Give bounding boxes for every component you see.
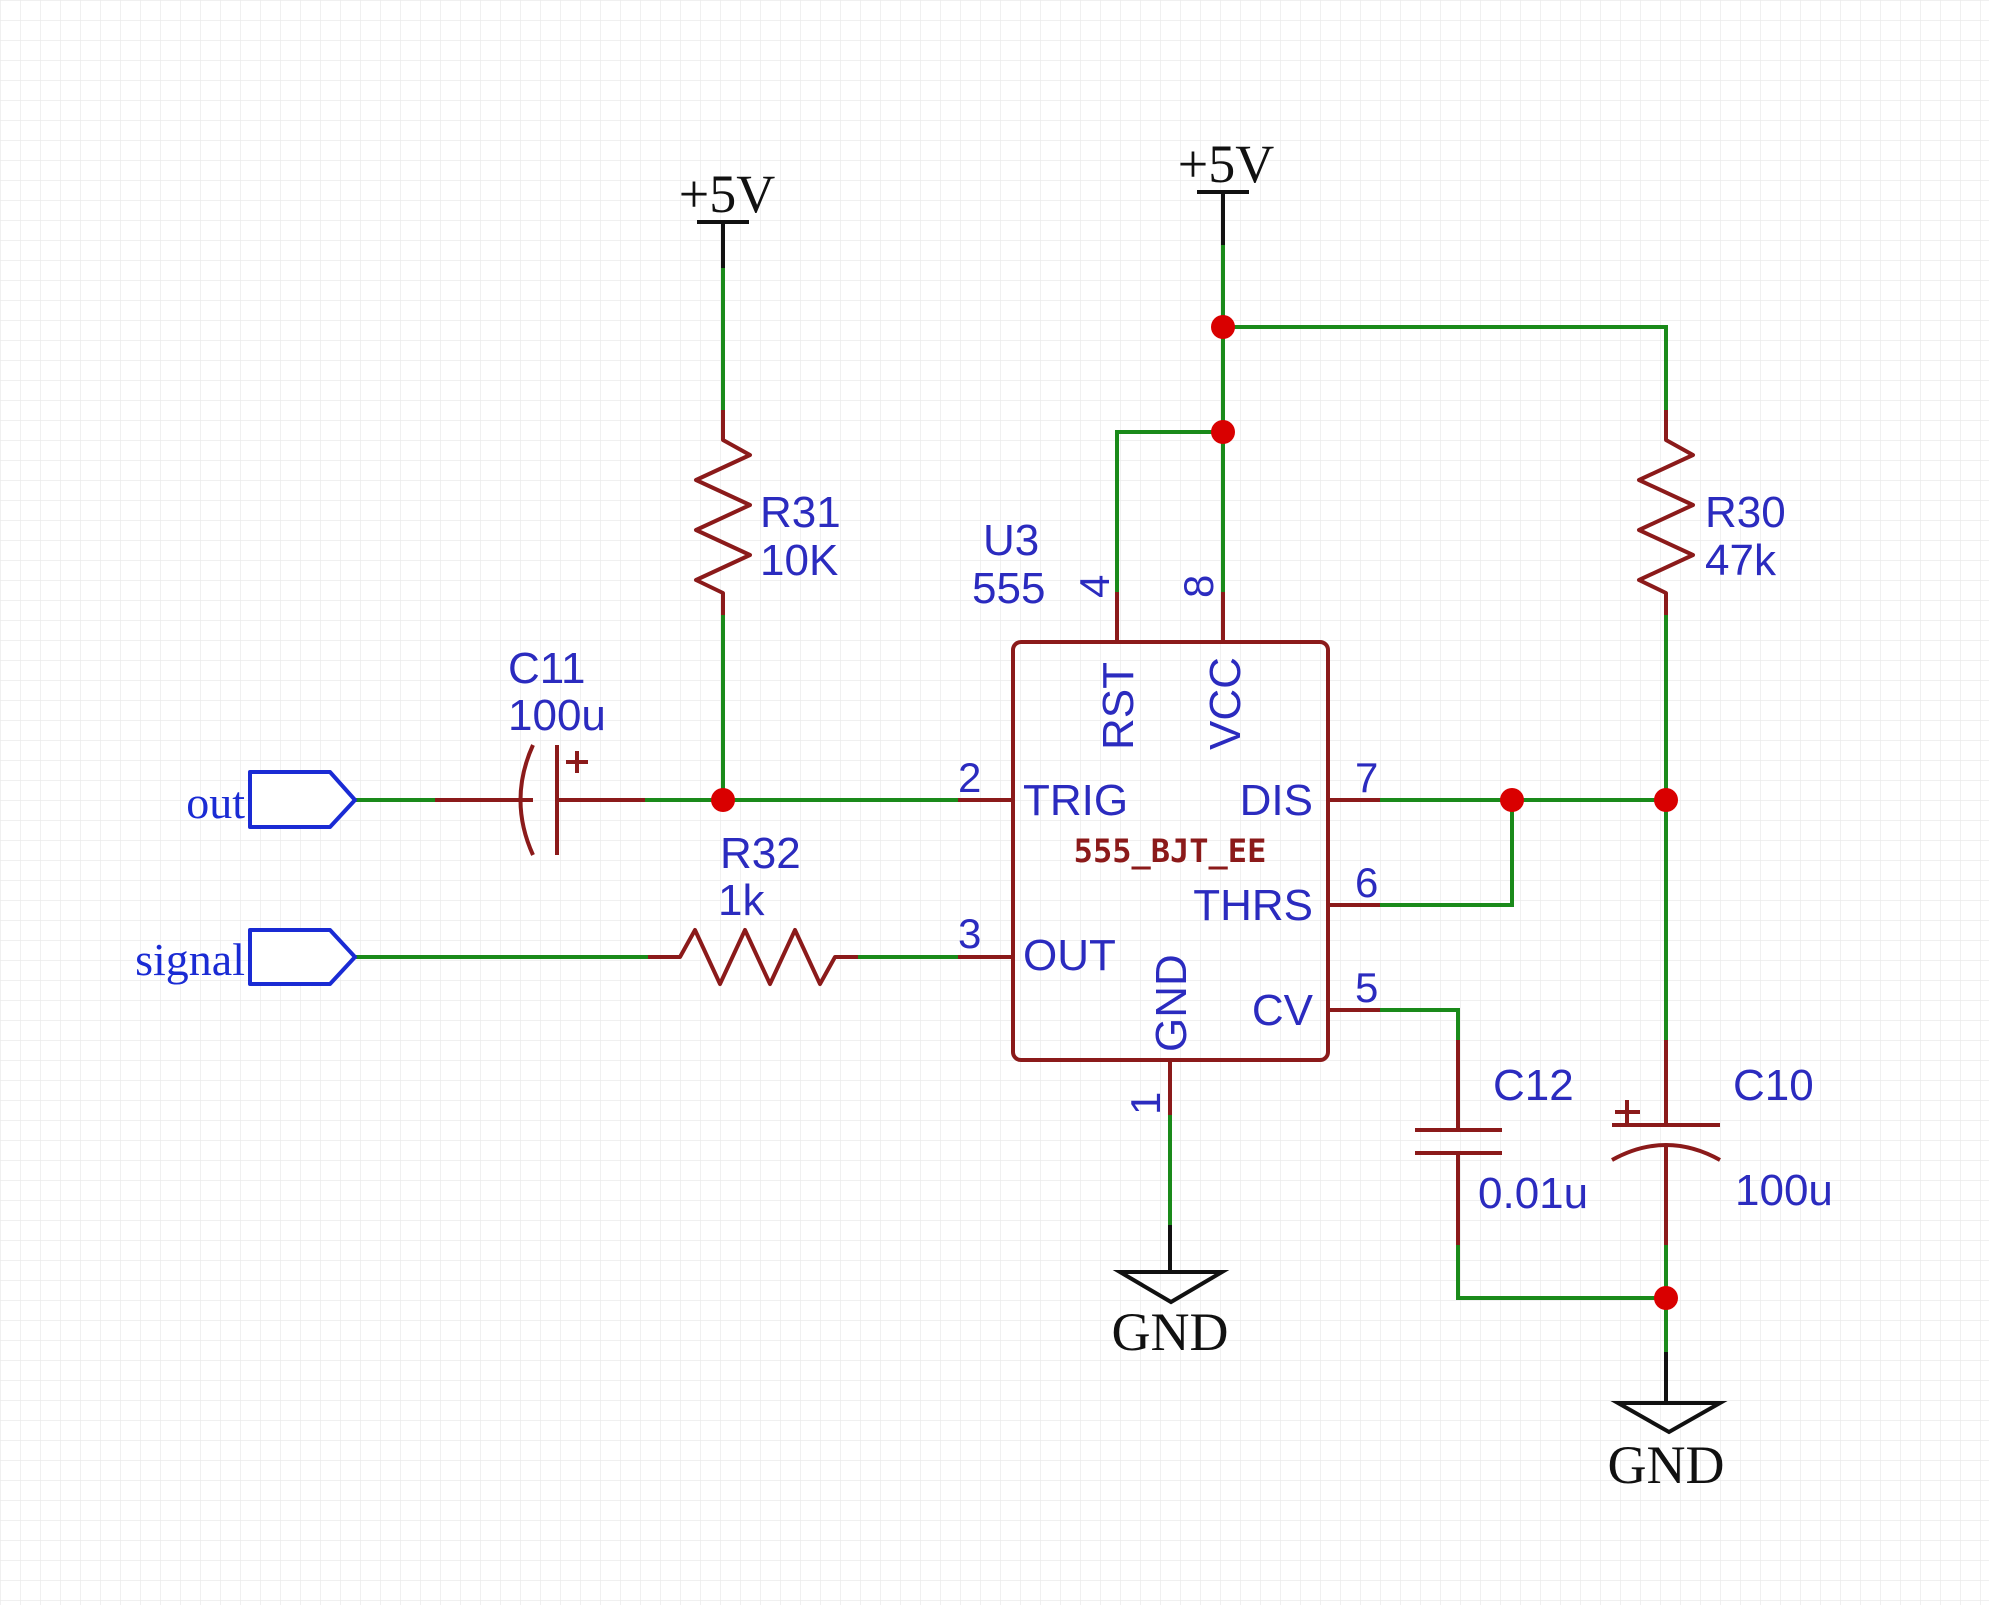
junction-dot bbox=[1211, 315, 1235, 339]
junction-dot bbox=[711, 788, 735, 812]
component-value: 0.01u bbox=[1478, 1169, 1588, 1218]
pin-number: 4 bbox=[1071, 575, 1118, 598]
junction-dot bbox=[1211, 420, 1235, 444]
pin-number: 1 bbox=[1122, 1092, 1169, 1115]
pin-name: TRIG bbox=[1023, 776, 1128, 825]
junction-dot bbox=[1654, 1286, 1678, 1310]
port-out[interactable]: out bbox=[186, 770, 357, 829]
capacitor-c10[interactable]: C10 100u bbox=[1611, 1040, 1833, 1245]
power-label: +5V bbox=[1178, 134, 1274, 194]
component-ref: C11 bbox=[508, 644, 585, 693]
component-ref: C12 bbox=[1493, 1061, 1574, 1110]
capacitor-c11[interactable]: C11 100u bbox=[435, 644, 645, 856]
pin-name: CV bbox=[1252, 986, 1314, 1035]
component-value: 100u bbox=[1735, 1166, 1833, 1215]
pin-number: 8 bbox=[1175, 575, 1222, 598]
pin-name: RST bbox=[1094, 662, 1143, 750]
pin-number: 2 bbox=[958, 754, 981, 801]
resistor-r32[interactable]: R32 1k bbox=[648, 829, 858, 986]
port-label: out bbox=[186, 777, 245, 828]
pin-name: VCC bbox=[1201, 657, 1250, 750]
ic-part-name: 555_BJT_EE bbox=[1074, 832, 1267, 870]
ground-symbol-right: GND bbox=[1608, 1352, 1728, 1495]
pin-name: GND bbox=[1147, 954, 1196, 1052]
resistor-r31[interactable]: R31 10K bbox=[694, 410, 841, 615]
ground-label: GND bbox=[1112, 1302, 1229, 1362]
pin-name: THRS bbox=[1193, 881, 1313, 930]
power-label: +5V bbox=[679, 164, 775, 224]
power-symbol-right: +5V bbox=[1178, 134, 1274, 245]
component-value: 47k bbox=[1705, 536, 1777, 585]
component-ref: U3 bbox=[983, 516, 1039, 565]
component-value: 555 bbox=[972, 564, 1045, 613]
pin-number: 5 bbox=[1355, 964, 1378, 1011]
pin-name: OUT bbox=[1023, 931, 1116, 980]
port-signal[interactable]: signal bbox=[135, 928, 357, 986]
component-value: 10K bbox=[760, 536, 838, 585]
ic-u3-555[interactable]: U3 555 555_BJT_EE 2 TRIG 3 OUT 7 DIS 6 T… bbox=[958, 516, 1380, 1115]
component-ref: R31 bbox=[760, 488, 841, 537]
resistor-r30[interactable]: R30 47k bbox=[1637, 410, 1786, 615]
power-symbol-left: +5V bbox=[679, 164, 775, 268]
ground-symbol-u3: GND bbox=[1112, 1225, 1230, 1362]
pin-name: DIS bbox=[1240, 776, 1313, 825]
junctions bbox=[711, 315, 1678, 1310]
pin-number: 7 bbox=[1355, 754, 1378, 801]
pin-number: 6 bbox=[1355, 859, 1378, 906]
component-ref: C10 bbox=[1733, 1061, 1814, 1110]
port-label: signal bbox=[135, 934, 245, 985]
component-ref: R32 bbox=[720, 829, 801, 878]
pin-number: 3 bbox=[958, 910, 981, 957]
component-value: 1k bbox=[718, 876, 765, 925]
component-ref: R30 bbox=[1705, 488, 1786, 537]
component-value: 100u bbox=[508, 691, 606, 740]
junction-dot bbox=[1654, 788, 1678, 812]
ground-label: GND bbox=[1608, 1435, 1725, 1495]
capacitor-c12[interactable]: C12 0.01u bbox=[1415, 1040, 1588, 1245]
junction-dot bbox=[1500, 788, 1524, 812]
